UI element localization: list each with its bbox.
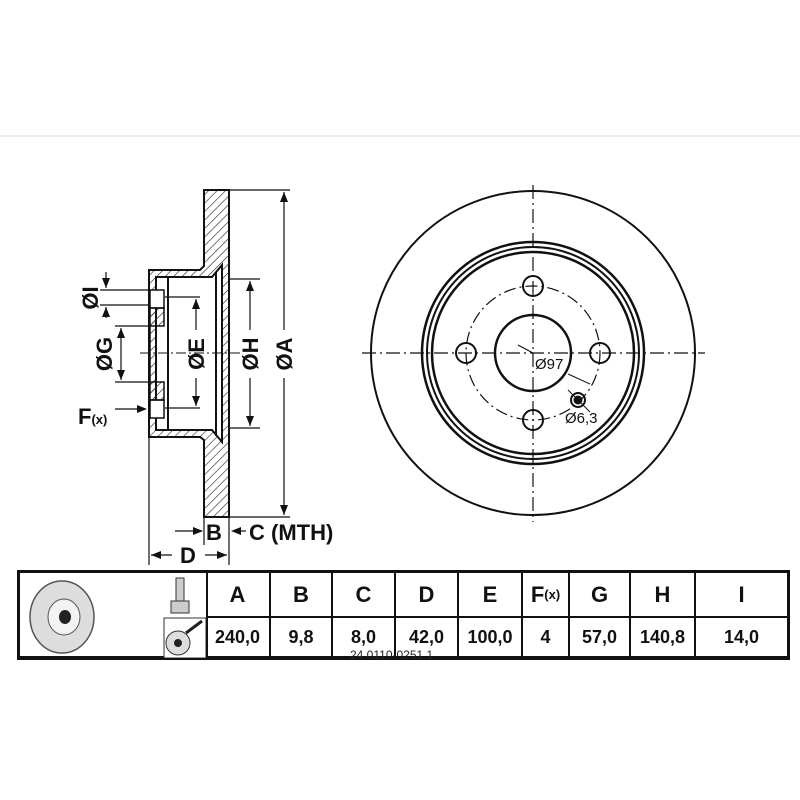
label-dia-a: ØA [272, 337, 297, 370]
value-c: 8,0 [350, 626, 377, 647]
col-i: I 14,0 [696, 573, 787, 656]
bolt-icon [170, 577, 190, 614]
label-dia-i: ØI [78, 286, 103, 309]
label-dia-97: Ø97 [535, 356, 563, 373]
label-d: D [180, 543, 196, 568]
disc-screw-icon [163, 617, 206, 658]
header-f: F(x) [523, 573, 568, 618]
header-i: I [696, 573, 787, 618]
value-h: 140,8 [639, 626, 686, 647]
locating-hole [570, 392, 586, 408]
value-d: 42,0 [408, 626, 445, 647]
col-g: G 57,0 [570, 573, 631, 656]
header-d: D [396, 573, 457, 618]
label-dia-e: ØE [184, 338, 209, 370]
header-b: B [271, 573, 331, 618]
front-view [362, 185, 705, 522]
label-dia-g: ØG [92, 337, 117, 371]
label-c-mth: C (MTH) [249, 520, 333, 545]
col-f: F(x) 4 [523, 573, 570, 656]
spec-columns: A 240,0 B 9,8 C 8,0 D 42,0 E 100,0 F(x) 4 G 57,… [206, 573, 787, 656]
spec-table: A 240,0 B 9,8 C 8,0 D 42,0 E 100,0 F(x) 4 G 57,… [17, 570, 790, 660]
col-c: C 8,0 [333, 573, 396, 656]
col-h: H 140,8 [631, 573, 696, 656]
header-e: E [459, 573, 521, 618]
image-cell [20, 573, 208, 658]
label-dia-6-3: Ø6,3 [565, 410, 598, 427]
value-b: 9,8 [288, 626, 314, 647]
header-c: C [333, 573, 394, 618]
value-a: 240,0 [214, 626, 261, 647]
value-f: 4 [540, 626, 551, 647]
col-b: B 9,8 [271, 573, 333, 656]
header-h: H [631, 573, 694, 618]
part-number: 24.0110-0251.1 [350, 648, 434, 659]
value-g: 57,0 [581, 626, 618, 647]
col-d: D 42,0 [396, 573, 459, 656]
side-section-view [100, 189, 290, 565]
header-g: G [570, 573, 629, 618]
side-dimension-labels: ØA ØH ØE ØG ØI F(x) B C (MTH) D [78, 286, 333, 568]
label-b: B [206, 520, 222, 545]
col-a: A 240,0 [206, 573, 271, 656]
value-e: 100,0 [467, 626, 513, 647]
value-i: 14,0 [723, 626, 760, 647]
brake-disc-thumbnail [29, 577, 206, 658]
label-f: F(x) [78, 404, 107, 429]
label-dia-h: ØH [238, 338, 263, 371]
header-a: A [206, 573, 269, 618]
col-e: E 100,0 [459, 573, 523, 656]
